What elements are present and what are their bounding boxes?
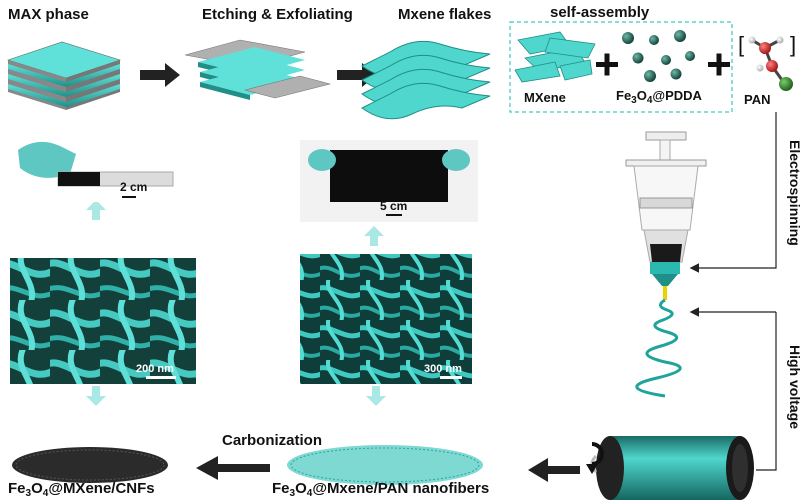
up-arrows <box>86 200 384 246</box>
pan-label: PAN <box>744 92 771 107</box>
sem-left-scale-label: 200 nm <box>136 363 174 375</box>
collector-drum <box>586 436 754 500</box>
middle-photo-scale-label: 5 cm <box>380 199 407 213</box>
mxene-flakes-pile <box>514 31 596 83</box>
max-phase-block <box>7 41 121 110</box>
etching-label: Etching & Exfoliating <box>202 6 353 23</box>
self-assembly-label: self-assembly <box>550 4 650 21</box>
sem-middle-scalebar <box>440 376 462 379</box>
left-photo-scale-label: 2 cm <box>120 180 147 194</box>
sem-image-middle <box>300 254 472 384</box>
mxene-flakes-stack <box>361 40 491 120</box>
arrow-right-1 <box>140 63 180 87</box>
mxene-flakes-label: Mxene flakes <box>398 6 492 23</box>
svg-text:[: [ <box>738 32 744 57</box>
electrospinning-connector <box>689 112 777 273</box>
cnf-product-label: Fe3O4@MXene/CNFs <box>8 480 155 499</box>
pan-molecule: [ ] <box>738 32 796 91</box>
high-voltage-label: High voltage <box>787 345 803 429</box>
arrow-left-bottom-2 <box>196 456 270 480</box>
electrospinning-label: Electrospinning <box>787 140 803 246</box>
svg-text:]: ] <box>790 32 796 57</box>
sem-middle-scale-label: 300 nm <box>424 363 462 375</box>
pan-nanofiber-mat <box>287 445 483 485</box>
fe3o4-particles <box>622 30 695 82</box>
pan-product-label: Fe3O4@Mxene/PAN nanofibers <box>272 480 490 499</box>
left-photo <box>10 128 175 202</box>
plus-sign-1 <box>596 53 618 76</box>
spiral-jet <box>635 298 682 398</box>
carbonization-label: Carbonization <box>222 432 322 449</box>
fe3o4-pdda-label: Fe3O4@PDDA <box>616 88 702 106</box>
max-phase-label: MAX phase <box>8 6 89 23</box>
cnf-mat <box>12 447 168 483</box>
middle-photo <box>300 140 478 222</box>
etching-block <box>184 39 332 100</box>
sem-left-scalebar <box>146 376 176 379</box>
cnf-mat-texture <box>15 449 165 481</box>
arrow-left-bottom-1 <box>528 458 580 482</box>
mxene-label: MXene <box>524 90 566 105</box>
sem-image-left <box>10 258 196 384</box>
down-arrows <box>86 386 386 406</box>
syringe <box>625 131 707 300</box>
plus-sign-2 <box>708 53 730 76</box>
self-assembly-box <box>509 21 733 113</box>
pan-mat-texture <box>290 447 480 483</box>
high-voltage-line <box>756 312 777 471</box>
